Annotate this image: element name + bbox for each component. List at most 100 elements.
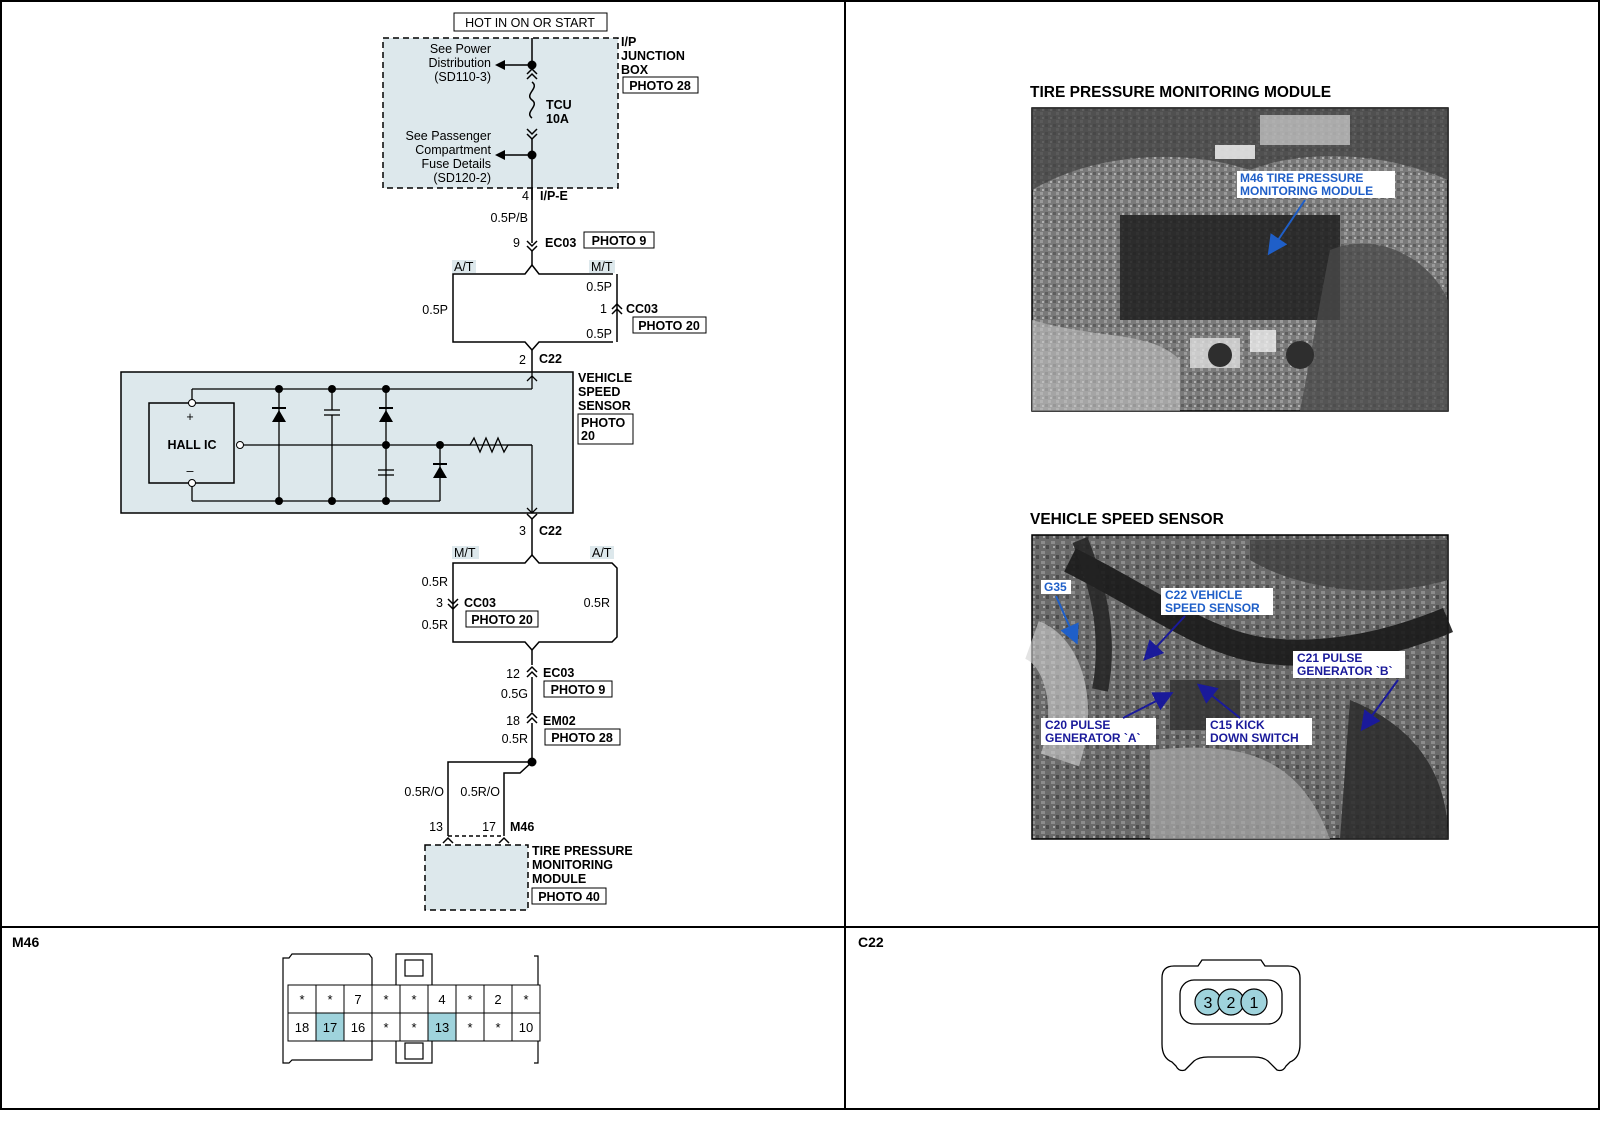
hall-ic-plus: + [186,410,193,424]
m46-pin-label: * [383,992,388,1007]
ip-pin: 4 [522,189,529,203]
m46-connector: M46 [510,820,534,834]
bottom-wiring: 3 C22 M/T A/T 0.5R 3 CC03 PHOTO 20 0.5R … [404,513,621,844]
ec03-photo-tag-top: PHOTO 9 [592,234,647,248]
mt-tag-bottom: M/T [454,546,476,560]
g35-callout-arrow-icon [1055,595,1079,645]
m46-pin-cell [483,1012,513,1042]
ec03-pin-12: 12 [506,667,520,681]
vss-photo-tag-2: 20 [581,429,595,443]
photo-tpms: TIRE PRESSURE MONITORING MODULE M46 TIRE… [1030,84,1449,412]
m46-pin-label: 17 [323,1020,337,1035]
cc03-connector-top: CC03 [626,302,658,316]
c21-callout-1: C21 PULSE [1297,651,1362,665]
m46-pin-cell [483,984,513,1014]
tpms-module: TIRE PRESSURE MONITORING MODULE PHOTO 40 [424,844,633,911]
fuse-ref-4: (SD120-2) [433,171,491,185]
wire-0-5ro-left: 0.5R/O [404,785,444,799]
c22-pin-2: 2 [519,353,526,367]
photo-vss: VEHICLE SPEED SENSOR G35 C22 VEHICLE SPE… [1023,511,1453,840]
em02-connector: EM02 [543,714,576,728]
tpms-photo-tag: PHOTO 40 [538,890,600,904]
c15-callout-arrow-icon [1196,683,1241,719]
junction-box-name-1: I/P [621,35,636,49]
junction-box-name-3: BOX [621,63,649,77]
c21-callout-arrow-icon [1360,679,1399,732]
power-header-text: HOT IN ON OR START [465,16,595,30]
c22-pin-label: 1 [1250,995,1259,1012]
m46-pin-label: * [495,1020,500,1035]
m46-pin-cell [315,1012,345,1042]
m46-pin-label: 2 [494,992,501,1007]
tpms-name-2: MONITORING [532,858,613,872]
power-ref-3: (SD110-3) [434,70,491,84]
m46-pin-label: * [327,992,332,1007]
m46-callout-arrow-icon [1267,199,1306,256]
c22-pin-label: 3 [1204,995,1213,1012]
wire-0-5r-left-bottom: 0.5R [422,618,448,632]
m46-pin-label: * [383,1020,388,1035]
m46-pin-label: * [467,992,472,1007]
cc03-photo-tag-bottom: PHOTO 20 [471,613,533,627]
ec03-connector-bottom: EC03 [543,666,574,680]
ip-junction-box: I/P JUNCTION BOX PHOTO 28 See Power Dist… [382,35,699,200]
fuse-rating: 10A [546,112,569,126]
power-header: HOT IN ON OR START [453,12,608,32]
vss-photo-tag-1: PHOTO [581,416,625,430]
m46-pin-label: 7 [354,992,361,1007]
cc03-photo-tag-top: PHOTO 20 [638,319,700,333]
m46-pin-13: 13 [429,820,443,834]
fuse-ref-arrow-icon [495,150,505,160]
m46-pin-label: 10 [519,1020,533,1035]
m46-pin-cell [399,1012,429,1042]
m46-pin-cell [343,1012,373,1042]
cc03-connector-bottom: CC03 [464,596,496,610]
wire-0-5pb: 0.5P/B [490,211,528,225]
ip-connector: I/P-E [540,189,568,203]
fuse-ref-3: Fuse Details [422,157,491,171]
power-ref-arrow-icon [495,60,505,70]
c22-connector-bottom: C22 [539,524,562,538]
c22-callout-arrow-icon [1143,615,1186,661]
wire-0-5p-right-top: 0.5P [586,280,612,294]
m46-pin-cell [371,1012,401,1042]
em02-pin-18: 18 [506,714,520,728]
wire-0-5g: 0.5G [501,687,528,701]
c22-pin-cavity [1179,979,1283,1025]
junction-box-name-2: JUNCTION [621,49,685,63]
c22-pin [1240,988,1268,1016]
ec03-pin-9: 9 [513,236,520,250]
m46-pin-label: * [523,992,528,1007]
m46-pin-cell [427,1012,457,1042]
wire-0-5p-right-bottom: 0.5P [586,327,612,341]
m46-pin-label: 4 [438,992,445,1007]
wire-0-5r: 0.5R [502,732,528,746]
c22-pin-3: 3 [519,524,526,538]
m46-pin-cell [511,984,541,1014]
junction-box-photo-tag: PHOTO 28 [629,79,691,93]
cc03-pin-3: 3 [436,596,443,610]
fuse-ref-2: Compartment [415,143,491,157]
photo2-title: VEHICLE SPEED SENSOR [1030,511,1224,528]
m46-pin-cell [287,1012,317,1042]
m46-pin-cell [287,984,317,1014]
m46-pin-label: 16 [351,1020,365,1035]
fuse-name: TCU [546,98,572,112]
c21-callout-2: GENERATOR `B` [1297,664,1393,678]
hall-ic-minus: – [187,464,194,478]
c20-callout-2: GENERATOR `A` [1045,731,1141,745]
fuse-ref-1: See Passenger [406,129,491,143]
c20-callout-arrow-icon [1122,692,1174,719]
ec03-photo-tag-bottom: PHOTO 9 [551,683,606,697]
g35-callout: G35 [1044,580,1067,594]
m46-pin-17: 17 [482,820,496,834]
c22-housing [1161,959,1301,1072]
vss-junction-dots [275,385,444,505]
wire-0-5r-left-top: 0.5R [422,575,448,589]
m46-callout-2: MONITORING MODULE [1240,184,1373,198]
c22-connector-top: C22 [539,352,562,366]
c15-callout-2: DOWN SWITCH [1210,731,1299,745]
